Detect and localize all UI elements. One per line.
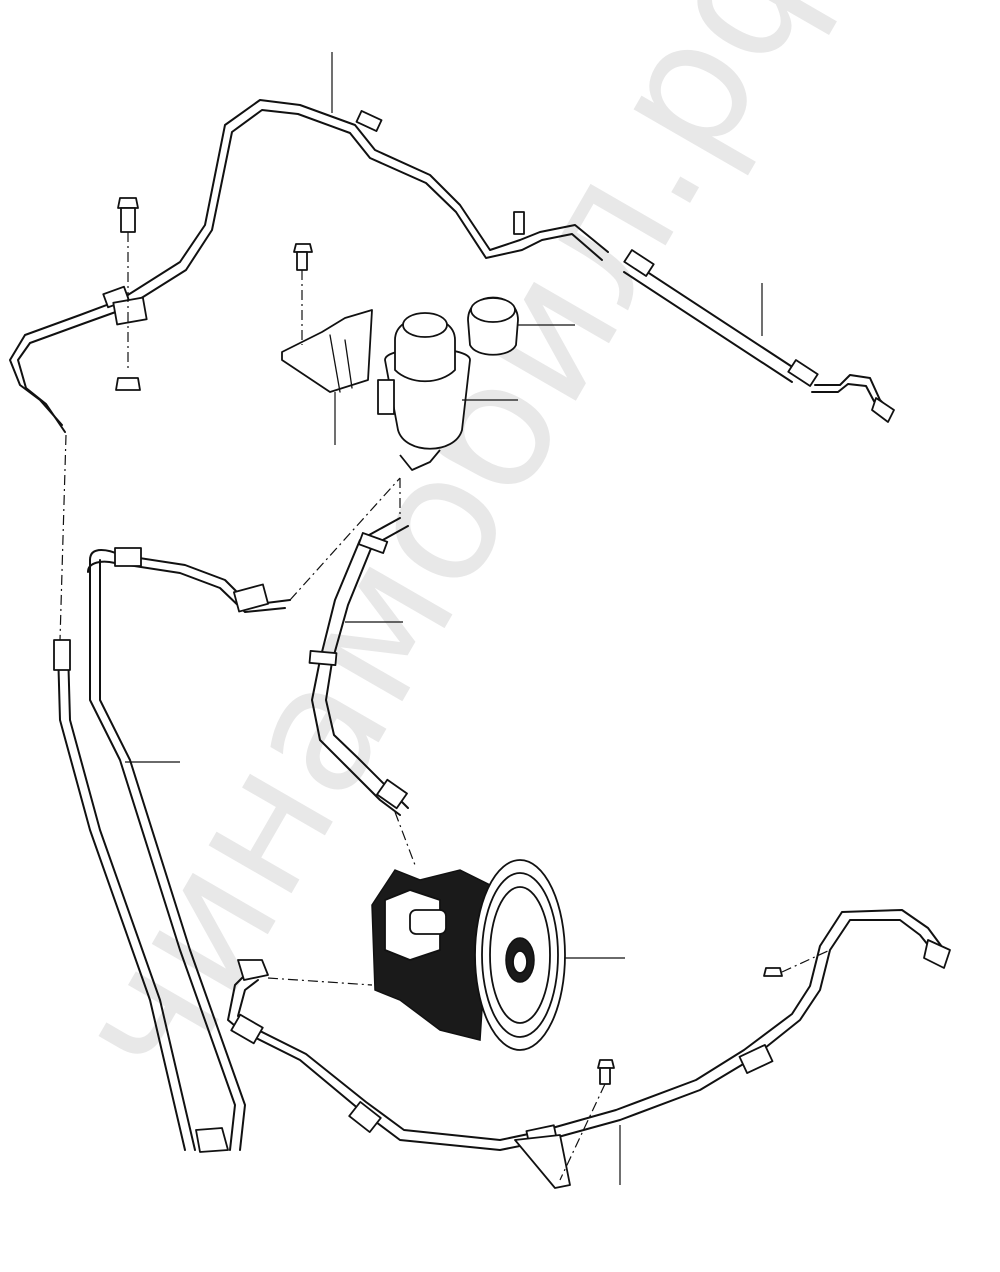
reservoir-cap xyxy=(467,296,575,356)
fluid-reservoir xyxy=(377,312,518,471)
high-pressure-hose-right xyxy=(623,249,895,423)
return-line-left xyxy=(53,434,401,1153)
bolt-upper-left xyxy=(115,197,141,391)
reservoir-bracket xyxy=(281,243,373,445)
power-steering-pump xyxy=(371,859,625,1051)
supply-hose xyxy=(308,478,416,866)
pressure-hose-lower xyxy=(227,909,951,1189)
